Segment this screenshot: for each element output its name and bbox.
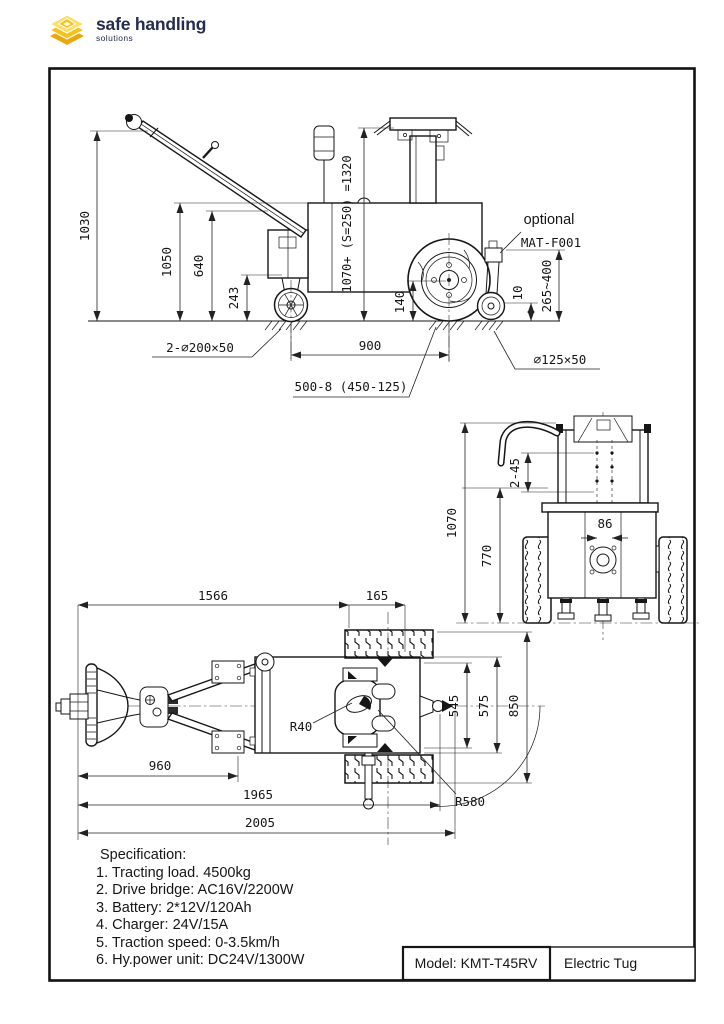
callout-rear-caster: ⌀125×50 <box>534 352 587 367</box>
top-view-drawing: 1566 165 960 1965 2005 <box>55 588 545 845</box>
coupler <box>334 667 396 748</box>
logo-text: safe handling solutions <box>96 13 207 43</box>
rear-caster-wheel <box>476 240 506 321</box>
spec-line-6: 6. Hy.power unit: DC24V/1300W <box>96 952 305 968</box>
dim-rear-body-height: 770 <box>479 545 494 568</box>
support-feet <box>557 597 650 622</box>
rear-view-dimensions: 1070 770 2-45 86 <box>444 422 628 623</box>
dim-side-mast-height: 1070+ (S=250) =1320 <box>340 155 354 292</box>
spec-line-3: 3. Battery: 2*12V/120Ah <box>96 899 252 916</box>
callout-r40: R40 <box>290 719 313 734</box>
spec-line-4: 4. Charger: 24V/15A <box>96 917 229 933</box>
spec-line-1: 1. Tracting load. 4500kg <box>96 864 251 881</box>
callout-front-casters: 2-⌀200×50 <box>166 340 234 355</box>
dim-rear-bolt-spacing: 86 <box>597 516 612 531</box>
logo-layers-icon <box>48 14 86 45</box>
title-block-product-cell <box>549 946 696 981</box>
dim-side-axle-height: 140 <box>392 291 407 314</box>
dim-top-2005: 2005 <box>245 815 275 830</box>
spec-line-5: 5. Traction speed: 0-3.5km/h <box>96 934 280 951</box>
logo-subtitle: solutions <box>96 33 134 43</box>
dim-top-1965: 1965 <box>243 787 273 802</box>
dim-top-545: 545 <box>446 695 461 718</box>
dim-top-575: 575 <box>476 695 491 718</box>
dim-top-850: 850 <box>506 695 521 718</box>
title-block-product: Electric Tug <box>564 955 637 971</box>
side-view-drawing: 1030 1050 640 243 1070+ (S=250) =1320 14… <box>77 114 600 398</box>
top-view-callouts: R40 R580 <box>290 702 541 809</box>
spec-title: Specification: <box>100 847 187 863</box>
side-view-dimensions: 1030 1050 640 243 1070+ (S=250) =1320 14… <box>77 127 565 361</box>
side-view-callouts: 2-⌀200×50 500-8 (450-125) ⌀125×50 option… <box>152 212 600 398</box>
dim-side-mid-height: 640 <box>191 255 206 278</box>
title-block: Model: KMT-T45RV Electric Tug <box>401 945 696 982</box>
specification-block: Specification: 1. Tracting load. 4500kg … <box>96 847 304 970</box>
dim-rear-holes: 2-45 <box>507 458 522 488</box>
tiller-head <box>55 663 129 747</box>
callout-optional-part: MAT-F001 <box>521 235 581 250</box>
sheet-frame <box>48 67 696 982</box>
dim-side-caster-height: 243 <box>226 287 241 310</box>
dim-rear-overall-height: 1070 <box>444 508 459 538</box>
dim-side-caster-range: 265~400 <box>539 260 554 313</box>
spec-line-2: 2. Drive bridge: AC16V/2200W <box>96 882 294 898</box>
dim-side-overall-height: 1030 <box>77 211 92 241</box>
ground-hatch <box>264 320 504 331</box>
callout-optional: optional <box>524 212 575 228</box>
title-block-model: Model: KMT-T45RV <box>415 955 538 971</box>
dim-side-clearance: 10 <box>510 285 525 300</box>
rear-view-drawing: 1070 770 2-45 86 <box>444 412 700 640</box>
dim-side-wheel-distance: 900 <box>359 338 382 353</box>
callout-drive-tyre: 500-8 (450-125) <box>295 379 408 394</box>
logo-brand: safe handling <box>96 13 207 34</box>
dim-top-1566: 1566 <box>198 588 228 603</box>
bolt-dots <box>595 451 614 483</box>
dim-side-handle-height: 1050 <box>159 247 174 277</box>
dim-top-165: 165 <box>366 588 389 603</box>
logo: safe handling solutions <box>44 7 206 51</box>
title-block-model-cell <box>401 945 552 982</box>
top-view-dimensions: 1566 165 960 1965 2005 <box>77 588 532 840</box>
dim-top-960: 960 <box>149 758 172 773</box>
